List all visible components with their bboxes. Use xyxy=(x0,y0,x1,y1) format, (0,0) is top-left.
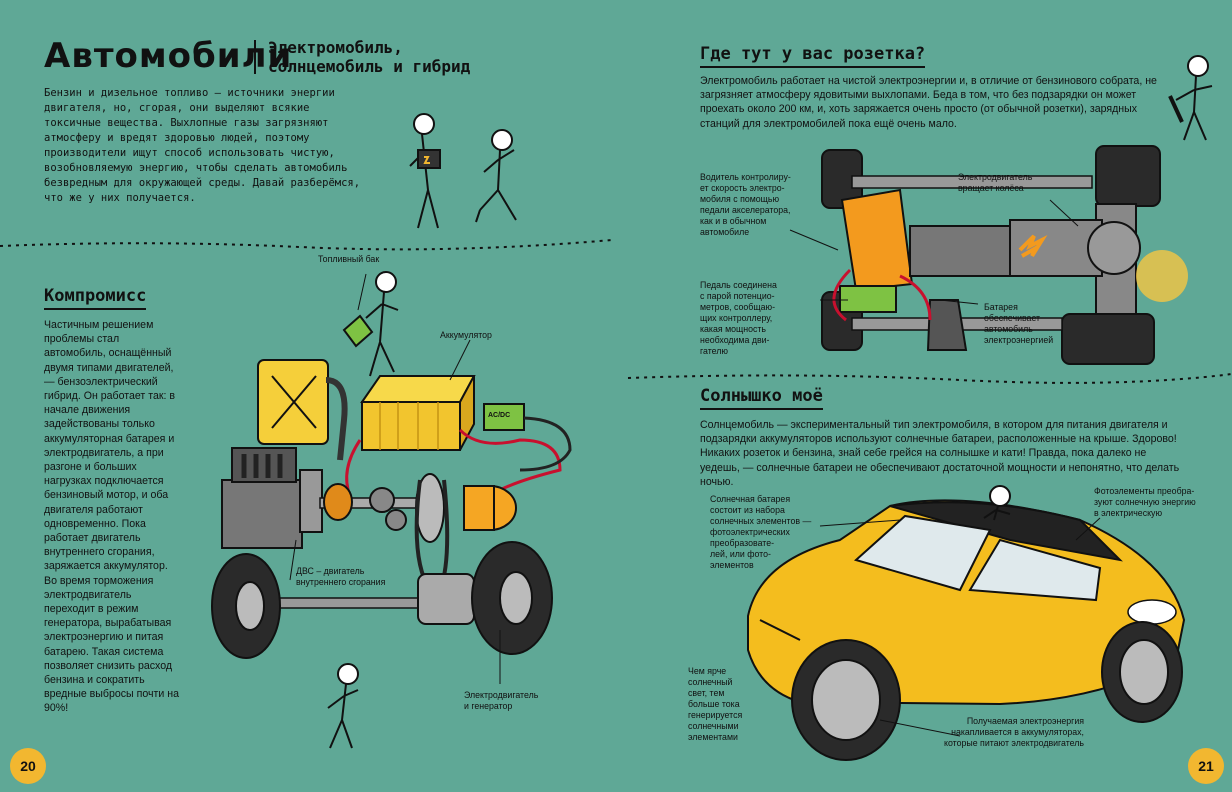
label-ev-battery-line: Батарея xyxy=(984,302,1018,312)
label-brighter-line: солнечными xyxy=(688,721,739,731)
label-stored-line: накапливается в аккумуляторах, xyxy=(951,727,1084,737)
label-driver-line: ет скорость электро- xyxy=(700,183,785,193)
label-ev-battery-line: электроэнергией xyxy=(984,335,1054,345)
hybrid-illustration xyxy=(211,359,572,659)
label-pedal-line: с парой потенцио- xyxy=(700,291,775,301)
page-number-right: 21 xyxy=(1188,748,1224,784)
label-electric-motor-line: вращает колёса xyxy=(958,183,1024,193)
label-motor: Электродвигатель и генератор xyxy=(464,690,538,712)
label-motor-line-1: Электродвигатель xyxy=(464,690,539,700)
section-title-compromise: Компромисс xyxy=(44,286,147,310)
label-solar-line: Солнечная батарея xyxy=(710,494,791,504)
label-pedal-line: щих контроллеру, xyxy=(700,313,773,323)
label-photocells-line: в электрическую xyxy=(1094,508,1163,518)
label-ev-battery-line: обеспечивает xyxy=(984,313,1041,323)
page-number-left: 20 xyxy=(10,748,46,784)
label-photocells-line: зуют солнечную энергию xyxy=(1094,497,1196,507)
label-driver-line: Водитель контролиру- xyxy=(700,172,791,182)
label-solar-line: лей, или фото- xyxy=(710,549,771,559)
label-solar-line: элементов xyxy=(710,560,754,570)
label-driver-line: как и в обычном xyxy=(700,216,767,226)
label-solar-line: состоит из набора xyxy=(710,505,785,515)
label-motor-line-2: и генератор xyxy=(464,701,513,711)
label-ice-line-2: внутреннего сгорания xyxy=(296,577,386,587)
subtitle-line-1: Электромобиль, xyxy=(268,38,403,57)
label-stored-line: Получаемая электроэнергия xyxy=(966,716,1084,726)
label-brighter-line: Чем ярче xyxy=(688,666,727,676)
stick-figure-fuel xyxy=(342,271,399,377)
label-photocells-line: Фотоэлементы преобра- xyxy=(1094,486,1195,496)
label-brighter-line: элементами xyxy=(688,732,738,742)
label-driver: Водитель контролиру- ет скорость электро… xyxy=(700,172,800,238)
label-driver-line: педали акселератора, xyxy=(700,205,791,215)
section-title-socket: Где тут у вас розетка? xyxy=(700,44,926,68)
label-solar-line: преобразовате- xyxy=(710,538,775,548)
label-stored-energy: Получаемая электроэнергия накапливается … xyxy=(916,716,1084,749)
title-divider xyxy=(254,40,256,74)
label-electric-motor: Электродвигатель вращает колёса xyxy=(958,172,1032,194)
label-ice-line-1: ДВС – двигатель xyxy=(296,566,365,576)
label-brighter-line: свет, тем xyxy=(688,688,725,698)
label-electric-motor-line: Электродвигатель xyxy=(958,172,1033,182)
section-text-compromise: Частичным решением проблемы стал автомоб… xyxy=(44,319,179,715)
solar-car xyxy=(747,499,1186,761)
label-ev-battery-line: автомобиль xyxy=(984,324,1033,334)
electric-car-chassis xyxy=(821,145,1188,365)
label-pedal-line: какая мощность xyxy=(700,324,767,334)
section-title-solar: Солнышко моё xyxy=(700,386,823,410)
page-title: Автомобили xyxy=(44,36,293,76)
label-ice: ДВС – двигатель внутреннего сгорания xyxy=(296,566,385,588)
stick-figure-battery xyxy=(409,113,441,229)
label-brighter-line: солнечный xyxy=(688,677,733,687)
label-brighter-line: больше тока xyxy=(688,699,740,709)
label-pedal-line: метров, сообщаю- xyxy=(700,302,776,312)
label-driver-line: автомобиле xyxy=(700,227,750,237)
label-brighter-light: Чем ярче солнечный свет, тем больше тока… xyxy=(688,666,752,743)
label-solar-line: фотоэлектрических xyxy=(710,527,790,537)
label-fuel-tank: Топливный бак xyxy=(318,254,380,264)
stick-figure-wrench xyxy=(1168,55,1213,141)
label-photocells: Фотоэлементы преобра- зуют солнечную эне… xyxy=(1094,486,1196,519)
label-pedal-line: необходима дви- xyxy=(700,335,770,345)
section-text-socket: Электромобиль работает на чистой электро… xyxy=(700,75,1157,130)
label-pedal: Педаль соединена с парой потенцио- метро… xyxy=(700,280,800,357)
stick-figure-running xyxy=(475,129,517,223)
label-brighter-line: генерируется xyxy=(688,710,743,720)
page-subtitle: Электромобиль, солнцемобиль и гибрид xyxy=(268,38,470,76)
subtitle-line-2: солнцемобиль и гибрид xyxy=(268,57,471,76)
stick-figure-dancing xyxy=(327,663,359,749)
label-ev-battery: Батарея обеспечивает автомобиль электроэ… xyxy=(984,302,1053,346)
label-converter: AC/DC xyxy=(488,412,511,419)
label-pedal-line: Педаль соединена xyxy=(700,280,777,290)
label-driver-line: мобиля с помощью xyxy=(700,194,780,204)
label-solar-battery: Солнечная батарея состоит из набора солн… xyxy=(710,494,830,571)
label-battery: Аккумулятор xyxy=(440,330,492,340)
label-stored-line: которые питают электродвигатель xyxy=(944,738,1084,748)
stick-figure-on-roof xyxy=(983,485,1011,521)
label-pedal-line: гателю xyxy=(700,346,728,356)
section-text-solar: Солнцемобиль — экспериментальный тип эле… xyxy=(700,419,1180,488)
label-solar-line: солнечных элементов — xyxy=(710,516,812,526)
intro-text: Бензин и дизельное топливо – источники э… xyxy=(44,87,361,204)
